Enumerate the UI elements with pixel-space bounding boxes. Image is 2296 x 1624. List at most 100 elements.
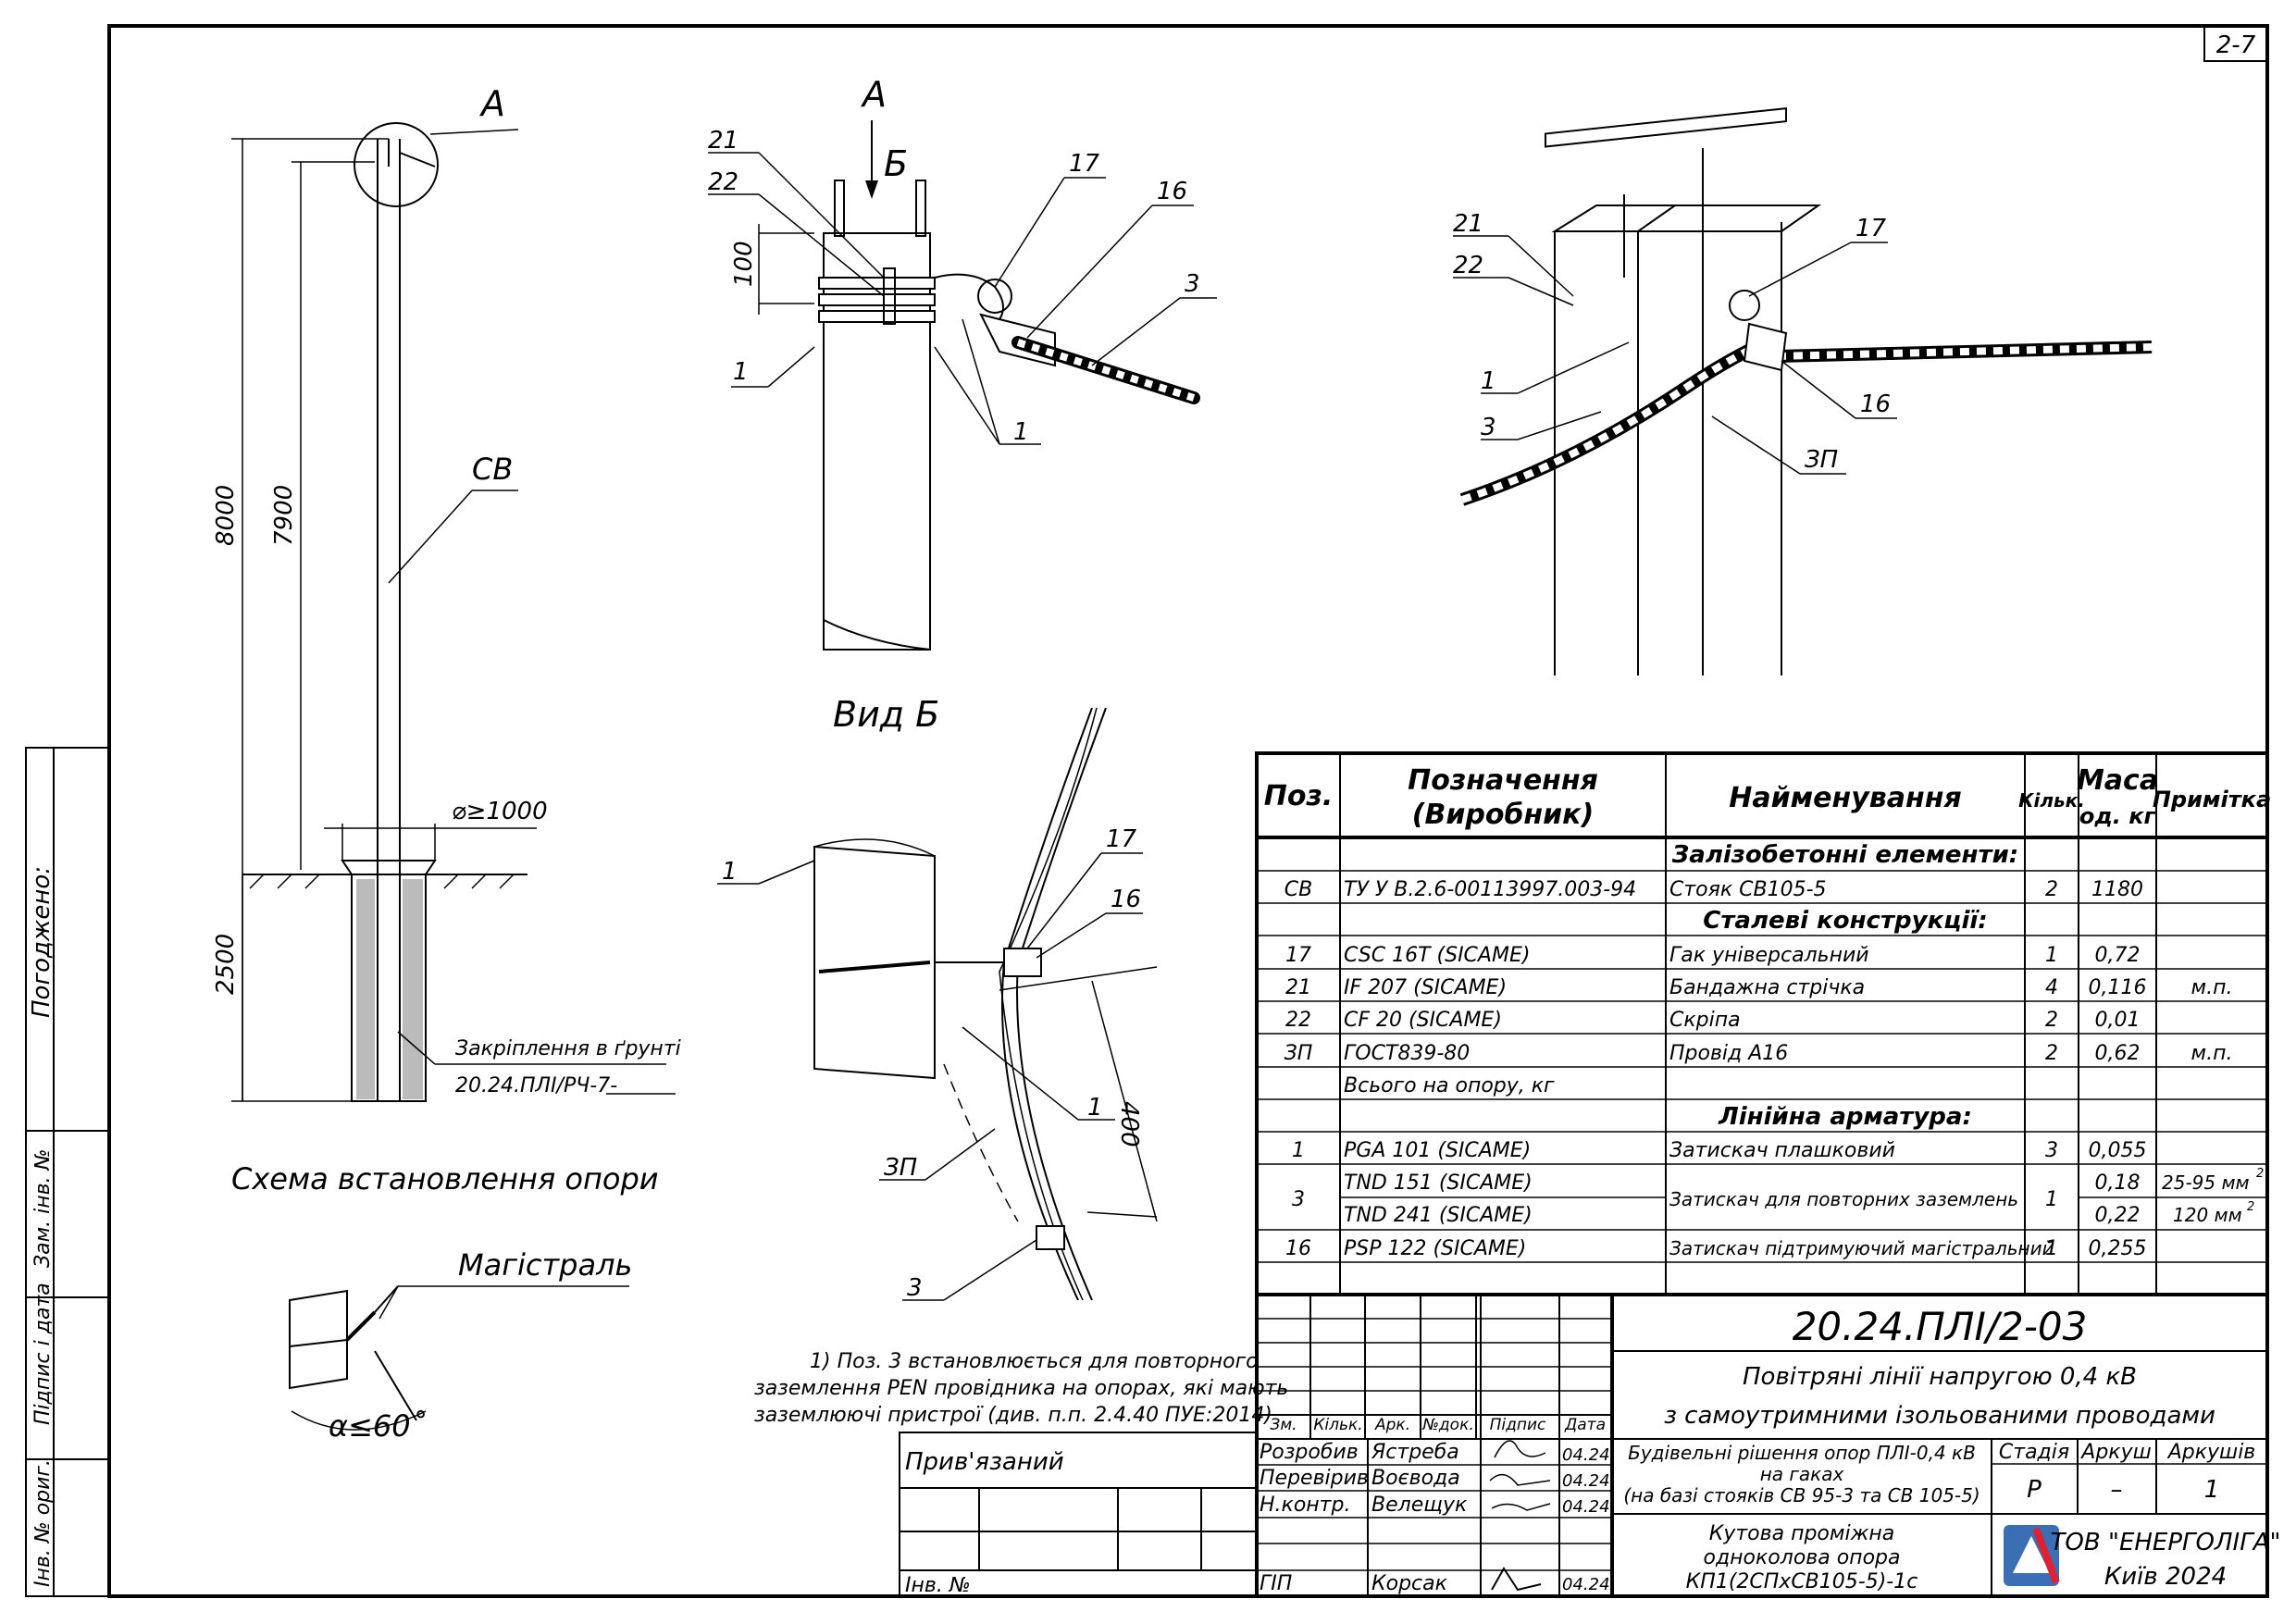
iso-pos-17: 17 bbox=[1855, 215, 1887, 242]
sheets-value: 1 bbox=[2204, 1476, 2220, 1504]
svg-text:Корсак: Корсак bbox=[1371, 1572, 1448, 1595]
col-ark: Арк. bbox=[1374, 1416, 1410, 1434]
svg-text:Стояк СВ105-5: Стояк СВ105-5 bbox=[1669, 878, 1827, 901]
svg-text:0,255: 0,255 bbox=[2089, 1237, 2147, 1260]
svg-text:2: 2 bbox=[2045, 1009, 2058, 1032]
tied-label: Прив'язаний bbox=[905, 1448, 1064, 1476]
view-b-title: Вид Б bbox=[833, 694, 939, 735]
sheet-value: – bbox=[2111, 1476, 2123, 1504]
section-fittings: Лінійна арматура: bbox=[1718, 1103, 1972, 1131]
section-line-2: на гаках bbox=[1760, 1463, 1844, 1485]
tied-block: Прив'язаний Інв. № bbox=[899, 1432, 1258, 1597]
pole-installation-scheme: А 8000 7900 2500 СВ ⌀≥1000 bbox=[212, 83, 681, 1196]
view-b-pos-1-top: 1 bbox=[722, 858, 738, 886]
iso-pos-3p: ЗП bbox=[1805, 446, 1838, 474]
svg-text:1: 1 bbox=[1292, 1139, 1305, 1162]
dim-2500: 2500 bbox=[212, 934, 240, 995]
agreed-label: Погоджено: bbox=[28, 866, 56, 1018]
svg-text:Скріпа: Скріпа bbox=[1669, 1009, 1741, 1032]
view-b-pos-16: 16 bbox=[1111, 886, 1141, 913]
project-line-1: Повітряні лінії напругою 0,4 кВ bbox=[1743, 1363, 2137, 1391]
footnote-line-2: заземлення PEN провідника на опорах, які… bbox=[754, 1377, 1288, 1400]
svg-text:0,01: 0,01 bbox=[2095, 1009, 2141, 1032]
pole-section-left bbox=[289, 1289, 348, 1390]
svg-text:ТУ У В.2.6-00113997.003-94: ТУ У В.2.6-00113997.003-94 bbox=[1344, 878, 1636, 901]
pos-1-left: 1 bbox=[733, 358, 749, 386]
view-b-pos-3p: ЗП bbox=[884, 1154, 917, 1182]
svg-text:Провід А16: Провід А16 bbox=[1669, 1042, 1788, 1065]
ground-fix-label: Закріплення в ґрунті bbox=[455, 1037, 681, 1060]
svg-text:0,055: 0,055 bbox=[2089, 1139, 2147, 1162]
svg-text:ГОСТ839-80: ГОСТ839-80 bbox=[1344, 1042, 1470, 1065]
svg-text:1: 1 bbox=[2045, 1188, 2058, 1211]
person-checker: Перевірив Воєвода 04.24 bbox=[1260, 1467, 1610, 1491]
project-line-2: з самоутримними ізольованими проводами bbox=[1664, 1402, 2215, 1430]
col-data: Дата bbox=[1564, 1416, 1606, 1434]
view-b-pos-17: 17 bbox=[1106, 825, 1137, 853]
hdr-name: Найменування bbox=[1729, 782, 1961, 814]
svg-text:04.24: 04.24 bbox=[1562, 1445, 1610, 1465]
svg-text:Затискач для повторних заземле: Затискач для повторних заземлень bbox=[1669, 1188, 2018, 1210]
pole-body bbox=[823, 232, 931, 651]
svg-text:1: 1 bbox=[2045, 944, 2058, 967]
svg-text:Воєвода: Воєвода bbox=[1371, 1467, 1460, 1490]
svg-text:Н.контр.: Н.контр. bbox=[1260, 1494, 1350, 1517]
svg-text:17: 17 bbox=[1285, 944, 1311, 967]
scheme-view-a: А bbox=[478, 83, 505, 124]
svg-text:3: 3 bbox=[2045, 1139, 2058, 1162]
svg-text:м.п.: м.п. bbox=[2191, 1042, 2233, 1065]
diameter-label: ⌀≥1000 bbox=[452, 798, 548, 825]
footnote-line-3: заземлюючі пристрої (див. п.п. 2.4.40 ПУ… bbox=[754, 1404, 1272, 1427]
replace-inv-label: Зам. інв. № bbox=[31, 1149, 55, 1269]
svg-text:04.24: 04.24 bbox=[1562, 1575, 1610, 1594]
svg-text:Затискач підтримуючий магістра: Затискач підтримуючий магістральний bbox=[1669, 1237, 2054, 1259]
pos-3: 3 bbox=[1185, 270, 1200, 298]
dim-400: 400 bbox=[1115, 1101, 1143, 1147]
hdr-mass-2: од. кг bbox=[2079, 803, 2157, 829]
svg-text:3: 3 bbox=[1292, 1188, 1305, 1211]
svg-text:2: 2 bbox=[2256, 1167, 2264, 1181]
sheets-header: Аркушів bbox=[2166, 1441, 2256, 1464]
svg-text:0,18: 0,18 bbox=[2095, 1172, 2141, 1195]
company-name: ТОВ "ЕНЕРГОЛІГА" bbox=[2051, 1529, 2281, 1556]
title-block: Зм. Кільк. Арк. №док. Підпис Дата Розроб… bbox=[1255, 1293, 2281, 1598]
scheme-caption: Схема встановлення опори bbox=[231, 1161, 659, 1196]
ground-ref-label: 20.24.ПЛІ/РЧ-7- bbox=[455, 1074, 617, 1097]
support-line-2: одноколова опора bbox=[1704, 1546, 1901, 1569]
iso-pos-1: 1 bbox=[1481, 367, 1496, 395]
row-total: Всього на опору, кг bbox=[1344, 1074, 1555, 1097]
hdr-designation-2: (Виробник) bbox=[1412, 799, 1594, 831]
detail-view-a: А bbox=[860, 74, 887, 115]
detail-a: А Б 100 21 22 17 16 bbox=[708, 74, 1217, 651]
svg-text:СВ: СВ bbox=[1285, 878, 1312, 901]
section-line-1: Будівельні рішення опор ПЛІ-0,4 кВ bbox=[1628, 1442, 1976, 1464]
svg-text:TND 151 (SICAME): TND 151 (SICAME) bbox=[1344, 1172, 1533, 1195]
view-b-pos-1-bottom: 1 bbox=[1087, 1094, 1103, 1122]
hdr-qty: Кільк. bbox=[2018, 789, 2085, 812]
svg-text:21: 21 bbox=[1285, 976, 1311, 999]
svg-text:ЗП: ЗП bbox=[1285, 1042, 1313, 1065]
dim-7900: 7900 bbox=[270, 485, 298, 546]
section-concrete: Залізобетонні елементи: bbox=[1671, 841, 2018, 869]
svg-text:16: 16 bbox=[1285, 1237, 1311, 1260]
svg-text:PGA 101 (SICAME): PGA 101 (SICAME) bbox=[1344, 1139, 1531, 1162]
left-approval-strip: Погоджено: Зам. інв. № Підпис і дата Інв… bbox=[25, 747, 110, 1597]
pos-16: 16 bbox=[1157, 178, 1187, 205]
hdr-pos: Поз. bbox=[1264, 780, 1334, 812]
iso-view: 21 22 17 1 3 16 ЗП bbox=[1453, 107, 2153, 676]
footnote: 1) Поз. 3 встановлюється для повторного … bbox=[754, 1350, 1288, 1427]
person-developer: Розробив Ястреба 04.24 bbox=[1260, 1441, 1610, 1465]
col-pidpys: Підпис bbox=[1490, 1416, 1546, 1434]
inv-no-label: Інв. № bbox=[905, 1574, 971, 1597]
row-1: 1 PGA 101 (SICAME) Затискач плашковий 3 … bbox=[1292, 1139, 2146, 1162]
svg-text:120 мм: 120 мм bbox=[2173, 1204, 2242, 1226]
hdr-note: Примітка bbox=[2153, 787, 2271, 812]
view-b: Вид Б 400 1 17 16 1 ЗП 3 bbox=[717, 694, 1158, 1302]
dim-100: 100 bbox=[730, 241, 758, 287]
signature-norm-control bbox=[1491, 1503, 1551, 1511]
svg-text:0,22: 0,22 bbox=[2095, 1204, 2141, 1227]
svg-text:Бандажна стрічка: Бандажна стрічка bbox=[1669, 976, 1865, 999]
svg-text:Розробив: Розробив bbox=[1260, 1441, 1359, 1464]
view-b-pos-3: 3 bbox=[907, 1274, 923, 1302]
col-zm: Зм. bbox=[1270, 1416, 1297, 1434]
